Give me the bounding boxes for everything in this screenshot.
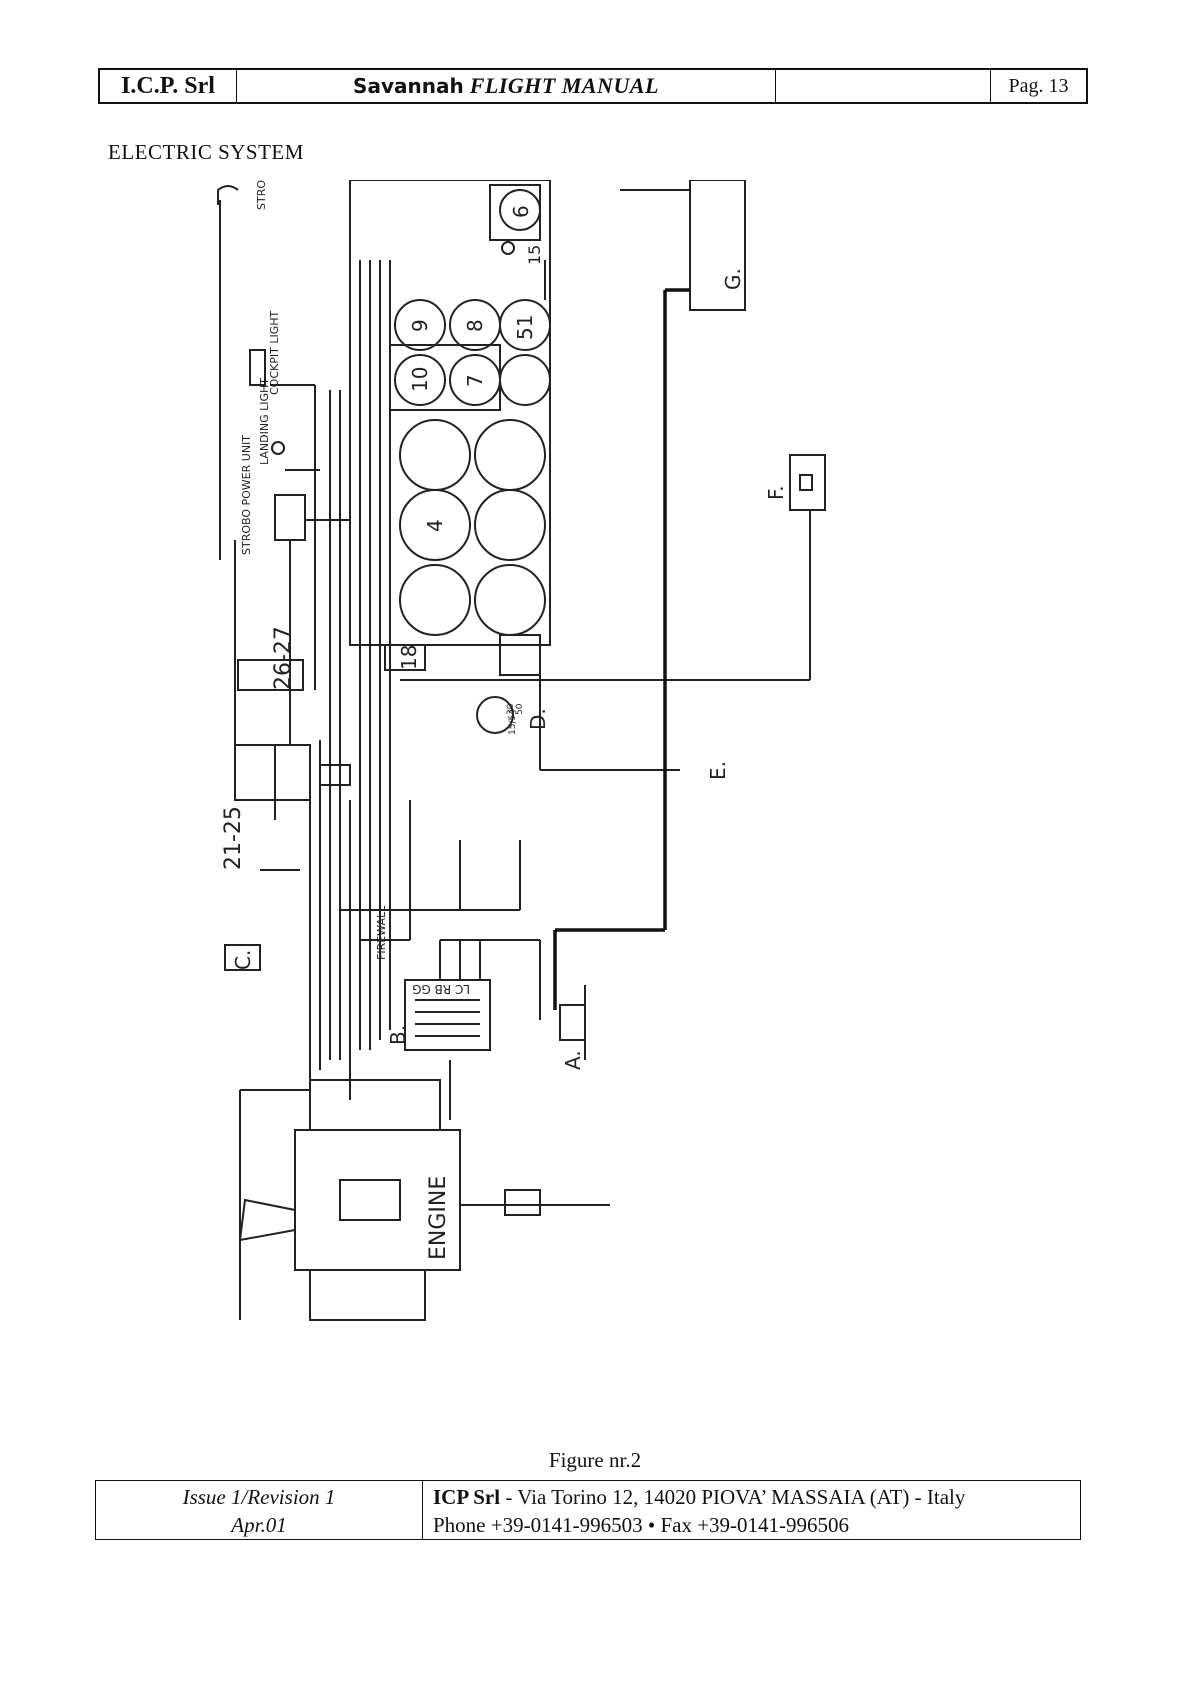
gauge-large-5 <box>399 564 471 636</box>
footer-date: Apr.01 <box>231 1513 287 1537</box>
gauge-blank <box>499 354 551 406</box>
gauge-large-4 <box>474 489 546 561</box>
header-blank-cell <box>776 70 991 102</box>
fuse-block-26-27 <box>237 659 304 691</box>
figure-caption: Figure nr.2 <box>548 1448 642 1472</box>
component-f <box>789 454 826 511</box>
label-n9: 9 <box>408 319 432 332</box>
footer-bullet: • <box>647 1513 656 1537</box>
label-terminal: 15/54 <box>508 709 518 735</box>
key-switch-d <box>476 696 514 734</box>
label-b: B. <box>386 1025 410 1045</box>
cockpit-light <box>249 349 266 386</box>
label-term-30: 30 <box>506 703 516 715</box>
label-engine: ENGINE <box>426 1176 451 1260</box>
header-company: I.C.P. Srl <box>100 70 237 102</box>
relay-a <box>559 1004 586 1041</box>
label-f: F. <box>764 485 788 500</box>
header-title: Savannah FLIGHT MANUAL <box>237 70 776 102</box>
header-manual-title: FLIGHT MANUAL <box>469 73 659 98</box>
footer-company: ICP Srl <box>433 1485 501 1509</box>
page-header: I.C.P. Srl Savannah FLIGHT MANUAL Pag. 1… <box>98 68 1088 104</box>
page-footer: Issue 1/Revision 1 Apr.01 ICP Srl - Via … <box>95 1480 1081 1540</box>
footer-fax: Fax +39-0141-996506 <box>660 1513 850 1537</box>
header-brand: Savannah <box>353 74 464 98</box>
header-page-number: Pag. 13 <box>1008 74 1069 97</box>
label-d: D. <box>526 708 550 730</box>
gauge-6 <box>499 189 541 231</box>
gauge-10 <box>394 354 446 406</box>
footer-address: - Via Torino 12, 14020 PIOVA’ MASSAIA (A… <box>500 1485 966 1509</box>
gauge-large-6 <box>474 564 546 636</box>
gauge-4 <box>399 489 471 561</box>
label-fuses-26-27: 26-27 <box>271 626 296 690</box>
strobo-power-unit <box>274 494 306 541</box>
label-strobo-power-unit: STROBO POWER UNIT <box>240 435 253 555</box>
gauge-large-2 <box>474 419 546 491</box>
label-n51: 51 <box>513 315 537 340</box>
fuse-block-21-25 <box>234 744 311 801</box>
label-regulator-pins: LC RB GG <box>412 982 470 996</box>
label-term-50: 50 <box>515 703 525 715</box>
label-a: A. <box>561 1050 585 1070</box>
footer-contact-cell: ICP Srl - Via Torino 12, 14020 PIOVA’ MA… <box>423 1481 1080 1539</box>
footer-phone: Phone +39-0141-996503 <box>433 1513 643 1537</box>
label-firewall: FIREWALL <box>375 905 388 960</box>
gauge-9 <box>394 299 446 351</box>
label-cockpit-light: COCKPIT LIGHT <box>268 311 281 395</box>
gauge-large-1 <box>399 419 471 491</box>
footer-issue: Issue 1/Revision 1 <box>182 1485 336 1509</box>
instrument-panel <box>349 180 551 646</box>
component-c <box>224 944 261 971</box>
label-n6: 6 <box>509 205 533 218</box>
label-n18: 18 <box>397 645 421 670</box>
label-n10: 10 <box>408 367 432 392</box>
label-n4: 4 <box>423 519 447 532</box>
label-n7: 7 <box>463 374 487 387</box>
footer-issue-cell: Issue 1/Revision 1 Apr.01 <box>96 1481 423 1539</box>
gauge-51 <box>499 299 551 351</box>
label-c: C. <box>231 950 255 970</box>
label-g: G. <box>721 268 745 290</box>
label-n8: 8 <box>463 319 487 332</box>
landing-light <box>271 441 285 455</box>
regulator-b <box>404 979 491 1051</box>
label-fuses-21-25: 21-25 <box>221 806 246 870</box>
label-e: E. <box>706 761 730 780</box>
battery-g <box>689 180 746 311</box>
section-title: ELECTRIC SYSTEM <box>108 140 304 164</box>
label-landing-light: LANDING LIGHT <box>258 378 271 465</box>
label-n15: 15 <box>525 245 544 265</box>
